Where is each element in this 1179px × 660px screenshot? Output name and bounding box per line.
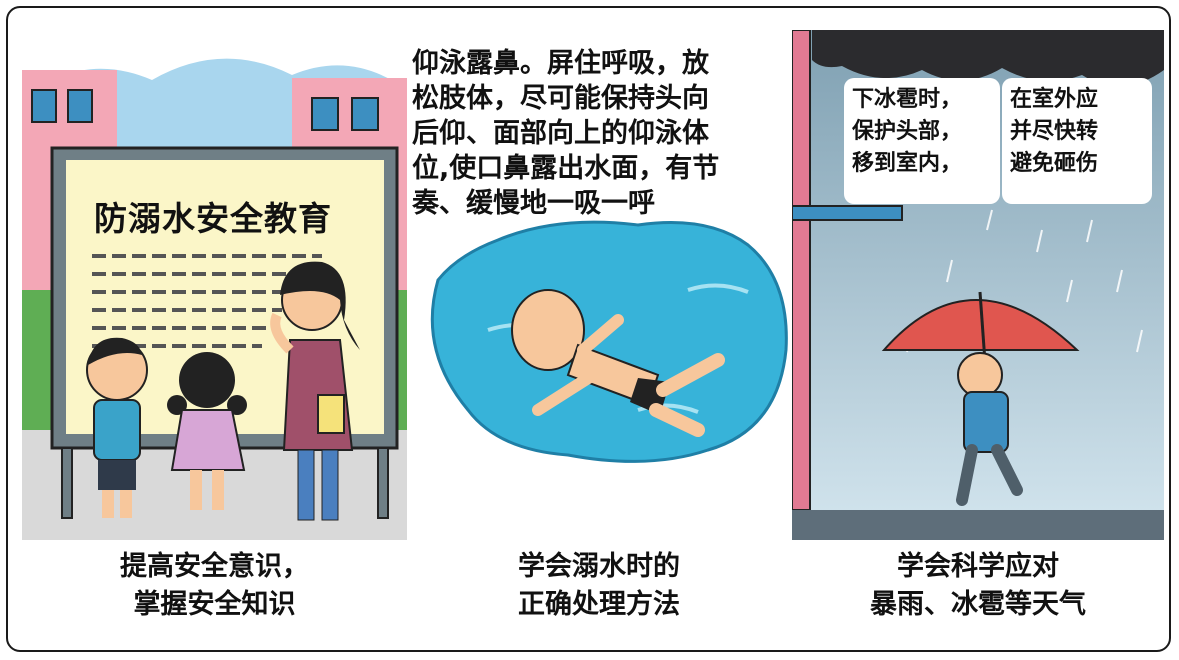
panel-safety-education: 防溺水安全教育 [22, 30, 407, 540]
caption-safety-awareness: 提高安全意识， 掌握安全知识 [120, 551, 309, 620]
panel-hail-safety: 下冰雹时， 保护头部， 移到室内， 在室外应 并尽快转 避免砸伤 [792, 30, 1164, 540]
backstroke-instruction: 仰泳露鼻。屏住呼吸，放 松肢体，尽可能保持头向 后仰、面部向上的仰泳体 位,使口… [412, 48, 720, 219]
panel-backstroke-tip: 仰泳露鼻。屏住呼吸，放 松肢体，尽可能保持头向 后仰、面部向上的仰泳体 位,使口… [408, 30, 790, 540]
board-title: 防溺水安全教育 [94, 199, 332, 238]
hail-bubble-right: 在室外应 并尽快转 避免砸伤 [1002, 78, 1152, 204]
caption-drowning-response: 学会溺水时的 正确处理方法 [518, 551, 680, 620]
hail-bubble-left: 下冰雹时， 保护头部， 移到室内， [844, 78, 1000, 204]
caption-weather-response: 学会科学应对 暴雨、冰雹等天气 [870, 551, 1086, 620]
panel1-illustration [22, 30, 407, 540]
panel2-illustration [430, 220, 788, 463]
